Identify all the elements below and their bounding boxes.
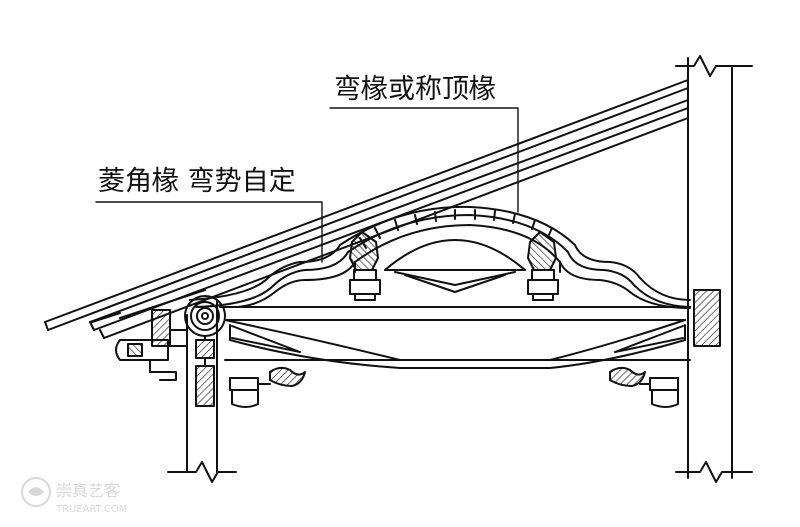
left-column	[167, 299, 237, 483]
leader-lines	[95, 107, 519, 263]
inner-arch	[384, 239, 526, 293]
label-diamond-rafter: 菱角椽 弯势自定	[98, 166, 296, 197]
bracket-right	[527, 231, 559, 301]
label-curved-rafter: 弯椽或称顶椽	[334, 74, 496, 105]
main-beam	[219, 306, 691, 369]
watermark-url: TRUEART.COM	[55, 504, 127, 515]
right-wall	[675, 55, 753, 483]
beam-ornaments	[229, 366, 679, 408]
bracket-left	[349, 231, 381, 301]
watermark-name: 崇真艺客	[56, 481, 120, 500]
eave-bracket	[115, 309, 188, 381]
watermark-logo: 崇真艺客 TRUEART.COM	[21, 477, 127, 515]
scroll-ornament	[184, 295, 226, 407]
